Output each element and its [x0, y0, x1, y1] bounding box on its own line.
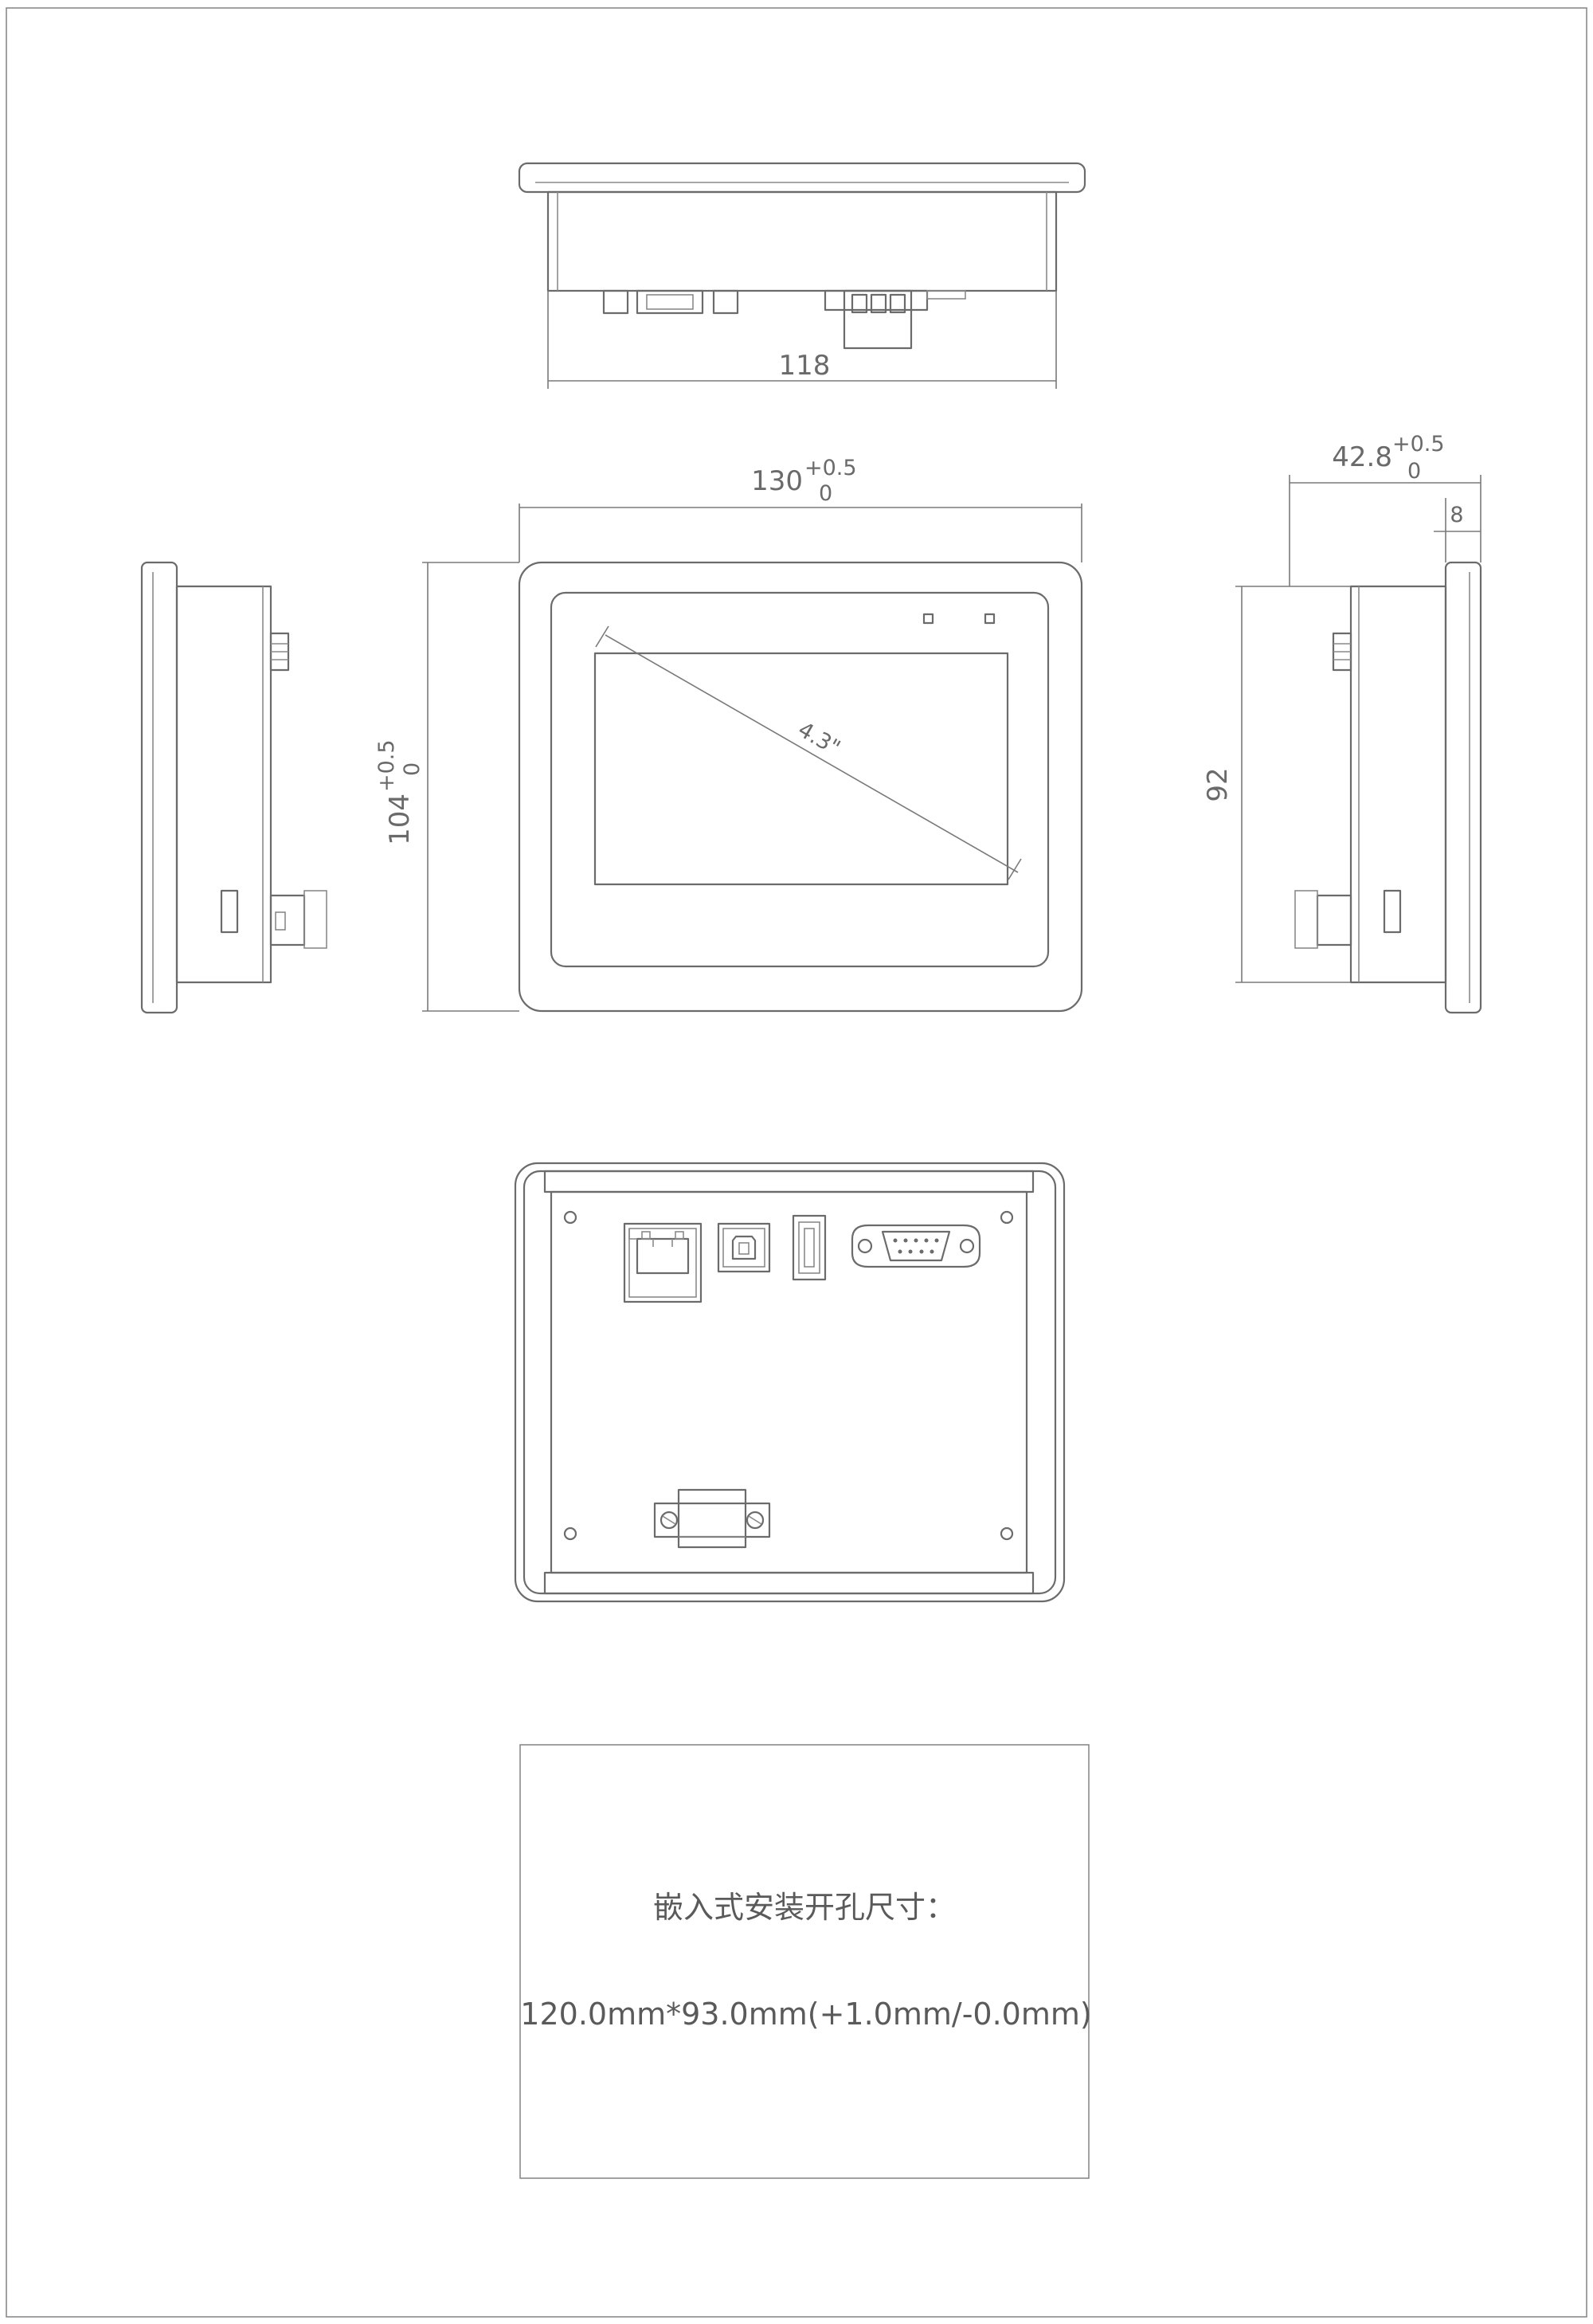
cutout-note-box: 嵌入式安装开孔尺寸： 120.0mm*93.0mm(+1.0mm/-0.0mm): [519, 1744, 1092, 2179]
dim-104-tol-upper: +0.5: [374, 739, 399, 792]
top-view-port-1: [602, 289, 629, 315]
front-indicator-led-1: [922, 613, 934, 625]
top-view-port-3: [712, 289, 739, 315]
rear-outer-housing: [514, 1162, 1066, 1603]
power-terminal-icon: [653, 1488, 771, 1549]
top-view-bezel: [518, 162, 1086, 194]
dim-92: 92: [1202, 767, 1234, 801]
rear-screw-bottom-left: [563, 1526, 577, 1541]
top-view-body: [546, 190, 1058, 292]
rear-view: [514, 1162, 1066, 1603]
rear-screw-top-right: [1000, 1210, 1014, 1225]
right-side-view: 42.8 +0.5 0 8 92: [1202, 432, 1482, 1014]
dim-104: 104: [384, 794, 416, 845]
front-bezel: [518, 561, 1083, 1013]
rear-screw-top-left: [563, 1210, 577, 1225]
usb-a-port-icon: [792, 1214, 827, 1281]
right-side-body: [1349, 585, 1447, 984]
front-lcd-area: [593, 652, 1009, 886]
rear-inner-frame: [523, 1170, 1057, 1595]
dim-130-tol-lower: 0: [819, 481, 832, 506]
rear-bottom-rail: [543, 1571, 1035, 1595]
dim-8: 8: [1450, 503, 1463, 527]
usb-b-port-icon: [717, 1222, 771, 1273]
cutout-value: 120.0mm*93.0mm(+1.0mm/-0.0mm): [520, 1997, 1091, 2032]
screen-size-label: 4.3": [794, 717, 844, 761]
top-view-port-2: [636, 289, 704, 315]
cutout-title: 嵌入式安装开孔尺寸：: [653, 1890, 956, 1925]
dim-118: 118: [779, 350, 831, 382]
front-indicator-led-2: [984, 613, 996, 625]
front-view: 4.3" 130 +0.5 0 104 +0.5 0: [374, 456, 1083, 1013]
left-side-body: [175, 585, 272, 984]
ethernet-port-icon: [623, 1222, 703, 1303]
left-side-bezel: [140, 561, 178, 1014]
front-display-window: [550, 591, 1050, 968]
rear-screw-bottom-right: [1000, 1526, 1014, 1541]
right-side-terminal-block: [1316, 894, 1352, 946]
dim-42-8-tol-lower: 0: [1407, 459, 1421, 484]
rear-panel: [550, 1190, 1028, 1574]
serial-db9-port-icon: [851, 1224, 981, 1268]
dim-104-tol-lower: 0: [400, 762, 425, 776]
dim-130: 130: [751, 465, 803, 497]
left-side-latch: [220, 889, 239, 934]
dim-42-8-tol-upper: +0.5: [1392, 432, 1445, 457]
page-border: [6, 7, 1587, 2318]
dim-130-tol-upper: +0.5: [804, 456, 857, 480]
dim-42-8: 42.8: [1332, 441, 1392, 473]
right-side-bezel: [1444, 561, 1482, 1014]
screen-diagonal: [605, 634, 1019, 873]
left-side-view: [140, 561, 327, 1014]
top-view: 118: [518, 162, 1086, 389]
right-side-latch: [1383, 889, 1402, 934]
rear-top-rail: [543, 1170, 1035, 1193]
top-view-terminal-block: [843, 289, 913, 350]
